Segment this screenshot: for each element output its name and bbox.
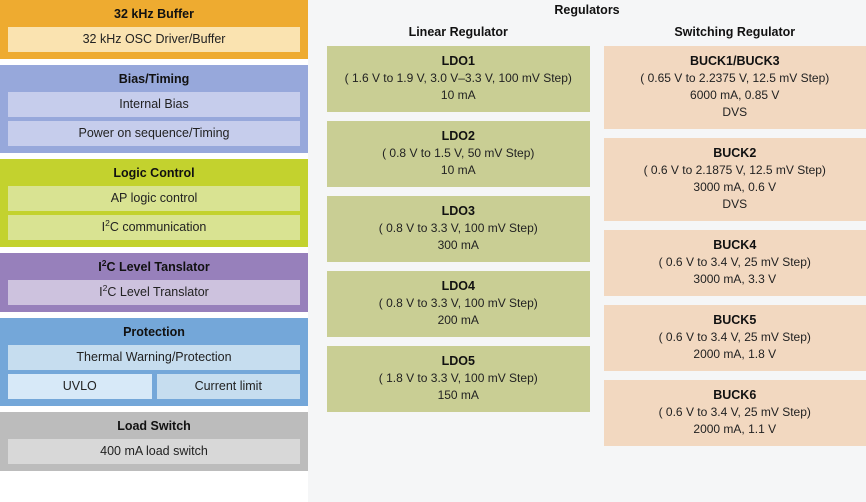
block-item[interactable]: I2C communication [8,215,300,240]
regulator-card-spec: 10 mA [440,163,476,177]
regulator-card-spec: 3000 mA, 0.6 V [693,180,777,194]
regulator-card-name: BUCK5 [713,313,757,327]
block-title: Load Switch [117,419,191,433]
regulator-card-name: LDO3 [441,204,475,218]
regulator-card-name: LDO2 [441,129,475,143]
regulators-title: Regulators [554,3,620,17]
block-item[interactable]: I2C Level Translator [8,280,300,305]
block-item[interactable]: Internal Bias [8,92,300,117]
regulator-card[interactable]: LDO4 ( 0.8 V to 3.3 V, 100 mV Step) 200 mA [327,271,590,337]
regulator-card-spec: 200 mA [437,313,479,327]
block-item[interactable]: 400 mA load switch [8,439,300,464]
regulator-column-header: Switching Regulator [674,25,796,39]
regulator-card-spec: 3000 mA, 3.3 V [693,272,777,286]
regulator-card-spec: 150 mA [437,388,479,402]
regulator-card-spec: ( 1.6 V to 1.9 V, 3.0 V–3.3 V, 100 mV St… [344,71,572,85]
block-item[interactable]: Current limit [156,374,300,399]
regulator-card-name: BUCK1/BUCK3 [689,54,780,68]
regulator-card-spec: DVS [722,105,748,119]
block-title: Protection [123,325,185,339]
regulator-card[interactable]: LDO2 ( 0.8 V to 1.5 V, 50 mV Step) 10 mA [327,121,590,187]
regulator-card-name: LDO4 [441,279,475,293]
regulator-card[interactable]: LDO1 ( 1.6 V to 1.9 V, 3.0 V–3.3 V, 100 m… [327,46,590,112]
block-32-khz-buffer: 32 kHz Buffer 32 kHz OSC Driver/Buffer [0,0,308,59]
block-item[interactable]: 32 kHz OSC Driver/Buffer [8,27,300,52]
regulator-card-spec: 10 mA [440,88,476,102]
regulator-card-spec: DVS [722,197,748,211]
regulator-card-spec: 2000 mA, 1.8 V [693,347,777,361]
block-item[interactable]: Power on sequence/Timing [8,121,300,146]
block-title: Bias/Timing [118,72,190,86]
regulator-card-spec: 2000 mA, 1.1 V [693,422,777,436]
regulator-card[interactable]: BUCK4 ( 0.6 V to 3.4 V, 25 mV Step) 3000 m… [603,230,866,296]
block-title: 32 kHz Buffer [114,7,194,21]
block-item[interactable]: Thermal Warning/Protection [8,345,300,370]
regulator-column-header: Linear Regulator [408,25,508,39]
regulator-card[interactable]: LDO5 ( 1.8 V to 3.3 V, 100 mV Step) 150 mA [327,346,590,412]
regulator-card-spec: ( 0.6 V to 3.4 V, 25 mV Step) [658,405,811,419]
regulator-card-name: BUCK4 [713,238,757,252]
regulator-card-name: LDO1 [441,54,475,68]
regulator-card[interactable]: BUCK5 ( 0.6 V to 3.4 V, 25 mV Step) 2000 m… [603,305,866,371]
regulator-card-name: BUCK2 [713,146,757,160]
regulator-card-spec: ( 1.8 V to 3.3 V, 100 mV Step) [378,371,538,385]
regulator-card-spec: 6000 mA, 0.85 V [690,88,780,102]
regulator-card-spec: ( 0.6 V to 2.1875 V, 12.5 mV Step) [643,163,826,177]
regulator-card-name: BUCK6 [713,388,757,402]
block-title: I2C Level Tanslator [98,257,210,274]
regulator-card[interactable]: BUCK1/BUCK3 ( 0.65 V to 2.2375 V, 12.5 mV… [603,46,866,129]
block-item[interactable]: AP logic control [8,186,300,211]
block-title: Logic Control [113,166,195,180]
regulator-card-spec: ( 0.6 V to 3.4 V, 25 mV Step) [658,330,811,344]
regulator-card-spec: ( 0.6 V to 3.4 V, 25 mV Step) [658,255,811,269]
block-load-switch: Load Switch 400 mA load switch [0,412,308,471]
block-item[interactable]: UVLO [8,374,152,399]
regulator-card[interactable]: LDO3 ( 0.8 V to 3.3 V, 100 mV Step) 300 mA [327,196,590,262]
regulator-card-spec: ( 0.65 V to 2.2375 V, 12.5 mV Step) [640,71,830,85]
regulator-card-spec: 300 mA [437,238,479,252]
regulator-card-spec: ( 0.8 V to 3.3 V, 100 mV Step) [378,221,538,235]
regulator-card-spec: ( 0.8 V to 1.5 V, 50 mV Step) [382,146,535,160]
regulator-card-spec: ( 0.8 V to 3.3 V, 100 mV Step) [378,296,538,310]
regulator-card[interactable]: BUCK6 ( 0.6 V to 3.4 V, 25 mV Step) 2000 m… [603,380,866,446]
regulator-card[interactable]: BUCK2 ( 0.6 V to 2.1875 V, 12.5 mV Step) 3… [603,138,866,221]
regulator-card-name: LDO5 [441,354,475,368]
